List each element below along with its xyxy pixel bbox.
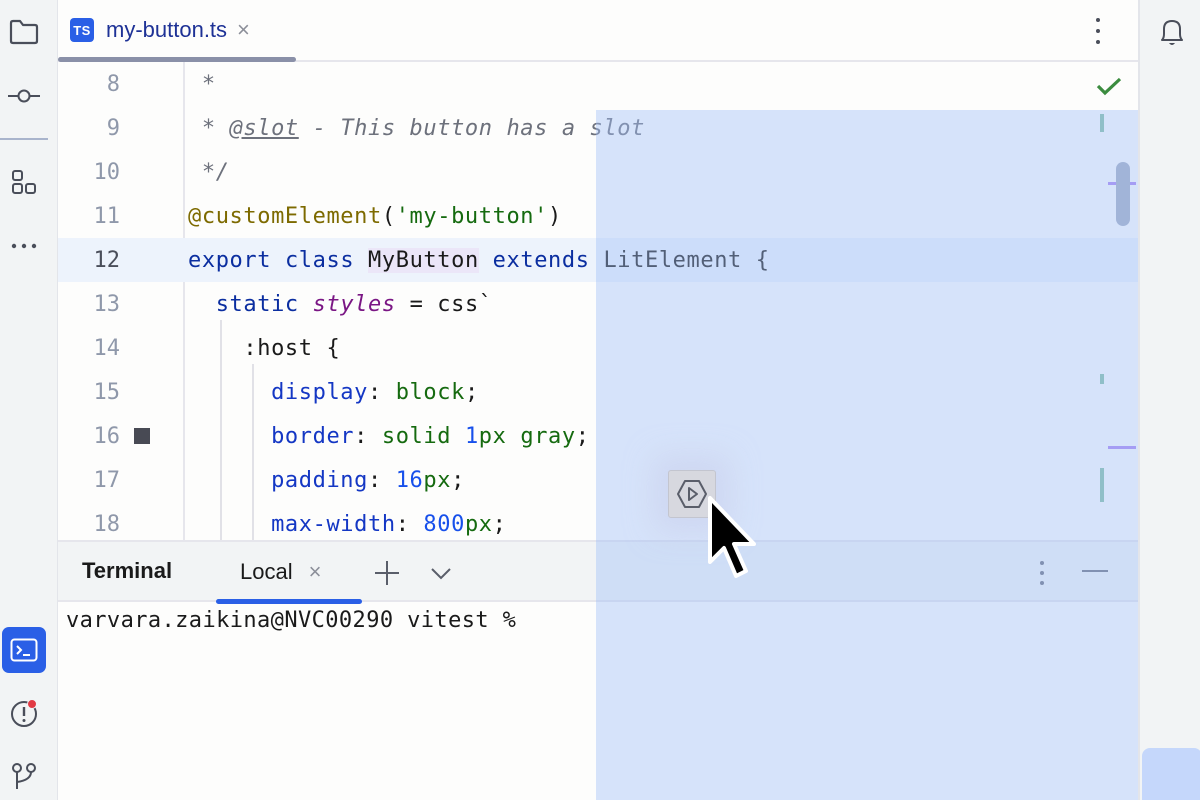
class-name-highlight: MyButton [368, 247, 479, 273]
problems-tool-button[interactable] [4, 694, 44, 734]
line-number: 17 [93, 467, 121, 493]
notifications-button[interactable] [1154, 14, 1190, 50]
editor-pane: TS my-button.ts × 8 * 9 * @slot - This b… [58, 0, 1138, 540]
line-number: 13 [93, 291, 121, 317]
indent-guide [252, 364, 254, 540]
code-editor[interactable]: 8 * 9 * @slot - This button has a slot 1… [58, 62, 1138, 540]
editor-tab-bar: TS my-button.ts × [58, 0, 1138, 62]
structure-tool-button[interactable] [4, 162, 44, 202]
code-text: max-width: 800px; [271, 511, 507, 537]
code-line-current: 12 export class MyButton extends LitElem… [58, 238, 1138, 282]
usage-marker[interactable] [1108, 446, 1136, 449]
editor-tab-label: my-button.ts [106, 17, 228, 42]
active-terminal-tab-indicator [216, 599, 362, 604]
code-line: 11 @customElement('my-button') [58, 194, 1138, 238]
code-text: :host { [243, 335, 341, 361]
close-tab-button[interactable]: × [237, 17, 250, 42]
plus-icon [375, 561, 399, 585]
color-swatch-gutter-icon[interactable] [134, 428, 150, 444]
bell-icon [1161, 20, 1183, 45]
line-number: 10 [93, 159, 121, 185]
line-number: 12 [93, 247, 121, 273]
more-horizontal-icon [11, 243, 37, 249]
code-text: * @slot - This button has a slot [188, 115, 645, 141]
terminal-options-button[interactable] [1032, 556, 1052, 590]
editor-tab-options-button[interactable] [1086, 14, 1110, 48]
tool-strip-separator [0, 138, 48, 140]
terminal-tool-button[interactable] [2, 627, 46, 673]
typescript-file-icon: TS [70, 18, 94, 42]
inspection-ok-check-icon[interactable] [1096, 76, 1122, 96]
change-marker[interactable] [1100, 114, 1104, 132]
line-number: 14 [93, 335, 121, 361]
terminal-tabs-dropdown-button[interactable] [424, 556, 458, 590]
code-line: 9 * @slot - This button has a slot [58, 106, 1138, 150]
line-number: 18 [93, 511, 121, 537]
problems-icon [11, 701, 37, 727]
terminal-title: Terminal [82, 558, 173, 583]
terminal-header: Terminal Local × [58, 540, 1138, 604]
code-text: */ [188, 159, 230, 185]
new-terminal-tab-button[interactable] [370, 556, 404, 590]
terminal-tab-label: Local [240, 559, 293, 584]
change-marker[interactable] [1100, 468, 1104, 502]
line-number: 15 [93, 379, 121, 405]
code-line: 8 * [58, 62, 1138, 106]
code-line: 17 padding: 16px; [58, 458, 1138, 502]
commit-icon [8, 89, 40, 103]
commit-tool-button[interactable] [4, 76, 44, 116]
more-tools-button[interactable] [4, 226, 44, 266]
code-text: * [188, 71, 216, 97]
problems-badge [27, 699, 37, 709]
line-number: 16 [93, 423, 121, 449]
code-text: display: block; [271, 379, 479, 405]
code-line: 13 static styles = css` [58, 282, 1138, 326]
code-line: 15 display: block; [58, 370, 1138, 414]
code-text: @customElement('my-button') [188, 203, 562, 229]
code-text: static styles = css` [215, 291, 493, 317]
jsdoc-tag: @slot [229, 115, 299, 141]
left-tool-strip [0, 0, 58, 800]
line-number: 8 [106, 71, 120, 97]
line-number: 11 [93, 203, 121, 229]
code-line: 14 :host { [58, 326, 1138, 370]
run-icon [677, 480, 707, 508]
code-line: 18 max-width: 800px; [58, 502, 1138, 540]
active-tab-indicator [58, 57, 296, 62]
terminal-panel: Terminal Local × varvara.zaikina@NVC0029… [58, 540, 1138, 800]
code-line: 16 border: solid 1px gray; [58, 414, 1138, 458]
structure-icon [12, 170, 36, 194]
terminal-output[interactable]: varvara.zaikina@NVC00290 vitest % [66, 608, 517, 633]
gutter-divider [183, 62, 185, 540]
selection-overlay-corner [1142, 748, 1200, 800]
terminal-tab-local[interactable]: Local × [216, 542, 362, 604]
more-vertical-icon [1096, 18, 1100, 22]
git-branch-icon [12, 763, 36, 789]
code-text: export class MyButton extends LitElement… [188, 247, 770, 273]
folder-icon [9, 19, 39, 45]
code-line: 10 */ [58, 150, 1138, 194]
minimize-terminal-button[interactable] [1082, 570, 1108, 572]
git-tool-button[interactable] [4, 756, 44, 796]
right-tool-strip [1138, 0, 1200, 800]
editor-tab-my-button[interactable]: TS my-button.ts × [58, 0, 298, 62]
chevron-down-icon [431, 568, 451, 580]
more-vertical-icon [1040, 561, 1044, 565]
editor-scrollbar-thumb[interactable] [1116, 162, 1130, 226]
indent-guide [220, 320, 222, 540]
code-text: padding: 16px; [271, 467, 465, 493]
code-text: border: solid 1px gray; [271, 423, 590, 449]
mouse-cursor-icon [708, 496, 756, 578]
project-tool-button[interactable] [4, 12, 44, 52]
close-terminal-tab-button[interactable]: × [308, 559, 322, 584]
terminal-icon [10, 638, 38, 662]
change-marker[interactable] [1100, 374, 1104, 384]
line-number: 9 [106, 115, 120, 141]
